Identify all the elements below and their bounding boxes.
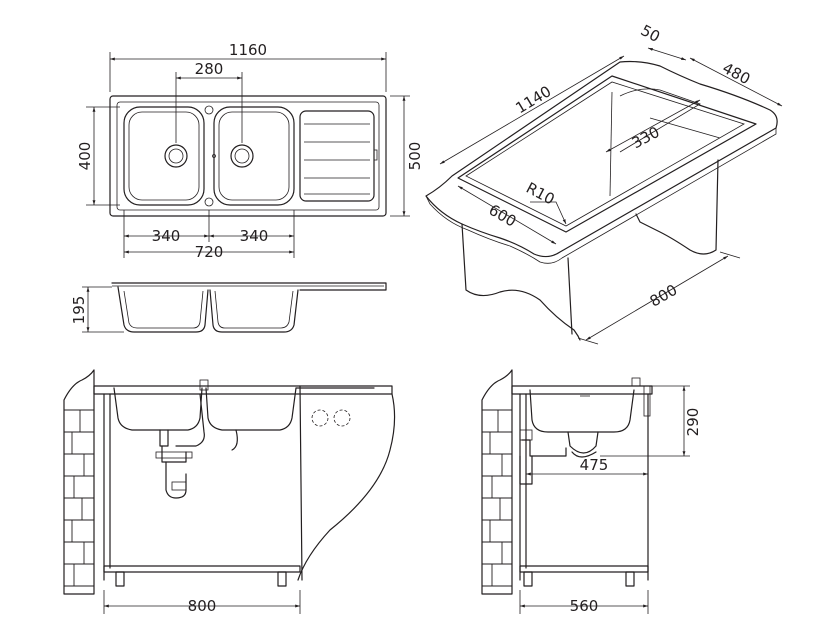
dim-800-cabinet: 800 bbox=[647, 281, 681, 311]
accessory-hole-right bbox=[333, 409, 351, 427]
dim-480: 480 bbox=[719, 59, 753, 88]
side-install-view: 290 475 560 bbox=[481, 369, 702, 615]
dim-800-front: 800 bbox=[188, 597, 217, 615]
dim-475: 475 bbox=[580, 456, 609, 474]
front-install-view: 800 bbox=[63, 369, 396, 615]
dim-195: 195 bbox=[70, 296, 88, 325]
dim-290: 290 bbox=[684, 408, 702, 437]
dim-340-right: 340 bbox=[240, 227, 269, 245]
dim-r10: R10 bbox=[523, 179, 558, 209]
right-bowl bbox=[213, 106, 295, 206]
dim-400: 400 bbox=[76, 142, 94, 171]
dim-1140: 1140 bbox=[512, 82, 554, 117]
dim-500: 500 bbox=[406, 142, 424, 171]
cutout-view: 1140 50 480 330 R10 600 800 bbox=[425, 21, 783, 345]
dim-50: 50 bbox=[638, 21, 663, 46]
section-view: 195 bbox=[70, 282, 387, 333]
dim-720: 720 bbox=[195, 243, 224, 261]
right-drain bbox=[230, 144, 254, 168]
left-bowl bbox=[123, 106, 205, 206]
top-view: 1160 280 400 500 340 340 720 bbox=[76, 41, 424, 261]
dim-330: 330 bbox=[629, 123, 663, 152]
dim-560: 560 bbox=[570, 597, 599, 615]
drainer bbox=[299, 110, 375, 202]
dim-1160: 1160 bbox=[229, 41, 267, 59]
left-drain bbox=[164, 144, 188, 168]
accessory-hole-left bbox=[311, 409, 329, 427]
dim-280: 280 bbox=[195, 60, 224, 78]
dim-340-left: 340 bbox=[152, 227, 181, 245]
